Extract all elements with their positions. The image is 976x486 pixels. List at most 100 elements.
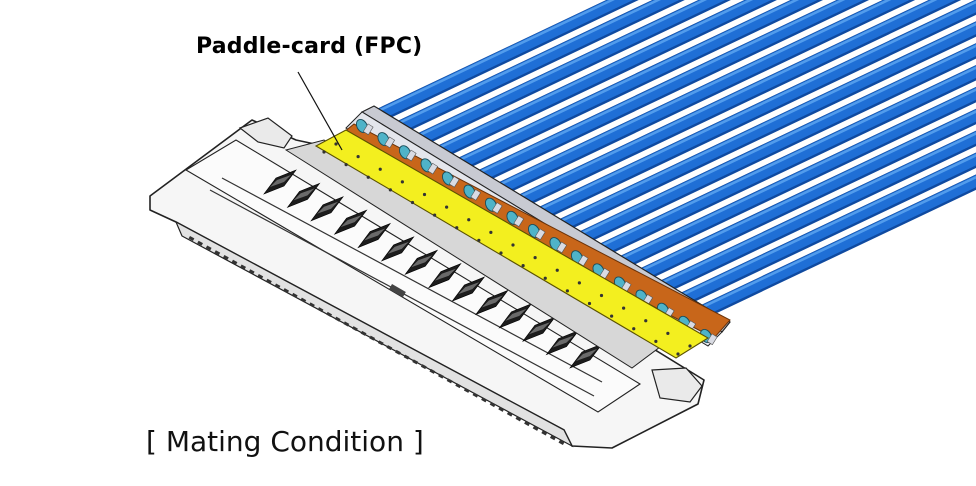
pcb-via [467,218,471,222]
terminal-tail [360,330,367,336]
cable [607,86,976,275]
window-shade [270,175,291,187]
pcb-via [334,142,338,146]
terminal-tail [455,383,462,389]
pcb-via [622,306,626,310]
pcb-via [555,268,559,272]
terminal-tail [369,335,376,341]
contact-clip [405,149,417,162]
cable [627,108,976,287]
cable [647,130,976,300]
cable [568,43,976,250]
terminal-tail [352,326,358,332]
cable [548,21,976,237]
pcb-via [499,251,503,255]
pcb-via [400,180,404,184]
contact-clip [534,228,546,241]
terminal-tail [481,397,487,403]
window-shade [411,255,433,268]
contact-clip [427,162,439,175]
terminal-tail [214,250,221,256]
pcb-via [666,331,670,335]
terminal-tail [317,307,324,313]
coaxial-cables [370,0,976,325]
cable [390,0,685,137]
pcb-via [344,163,348,167]
terminal-tail [283,288,290,294]
terminal-tail [377,340,384,346]
deck-groove [221,177,603,383]
housing-deck [184,139,642,413]
cable [686,174,976,325]
cable [449,0,823,175]
terminal-tail [438,373,444,379]
cable [489,0,916,200]
pcb-via [543,276,547,280]
window-shade [434,268,456,281]
pcb-via [587,301,592,306]
window-shade [458,282,480,295]
terminal-tail [300,297,307,303]
terminal-tail [489,402,496,408]
pcb-via [445,205,449,209]
cable-clamp-shell [333,105,731,347]
pcb-via [577,281,581,285]
terminal-tail [197,240,203,246]
contact-clip [470,189,482,201]
terminal-tail [515,416,522,422]
pcb-via [632,327,636,331]
pcb-via [489,230,493,234]
terminal-tail [524,421,530,427]
pcb-via [511,243,515,247]
terminal-tail [343,321,350,327]
terminal-tail [506,411,513,417]
pcb-via [433,213,437,217]
contact-clip [706,333,718,346]
terminal-tail [498,406,505,412]
terminal-tail [558,440,565,446]
window-shade [481,295,503,308]
pcb-via [654,339,658,343]
terminal-tail [222,254,229,261]
terminal-tail [291,292,298,298]
leader-line [297,71,343,151]
pcb-via [676,352,680,356]
pcb-via [322,150,326,154]
terminal-tail [446,378,453,384]
polarity-mark [389,284,406,298]
terminal-tail [403,354,410,360]
receptacle-housing [149,117,705,449]
contact-clip [384,136,396,149]
terminal-tail [395,349,401,355]
window-shade [364,228,386,241]
pcb-via [644,319,648,323]
terminal-tail [549,435,556,441]
pcb-via [477,238,481,242]
latch-left [238,117,293,149]
window-shade [293,188,315,201]
window-shade [387,241,409,254]
pcb-via [422,192,427,197]
terminal-tail [326,311,333,317]
window-shade [505,308,527,321]
terminal-tail [541,430,548,436]
terminal-tail [532,425,539,431]
terminal-tail [274,283,281,289]
terminal-tail [231,259,238,265]
contact-clip [491,202,503,214]
terminal-tail [188,235,195,242]
latch-right [651,367,703,403]
pcb-via [688,344,692,348]
cable [667,152,976,312]
terminal-tail [257,273,264,280]
terminal-tail [265,278,272,284]
terminal-tail [248,269,255,275]
pcb-via [366,175,370,179]
cable [528,0,976,225]
cable [430,0,777,162]
terminal-tail [205,245,212,251]
terminal-tail [386,345,393,351]
contact-clip [513,215,525,227]
terminal-tail [309,302,315,308]
